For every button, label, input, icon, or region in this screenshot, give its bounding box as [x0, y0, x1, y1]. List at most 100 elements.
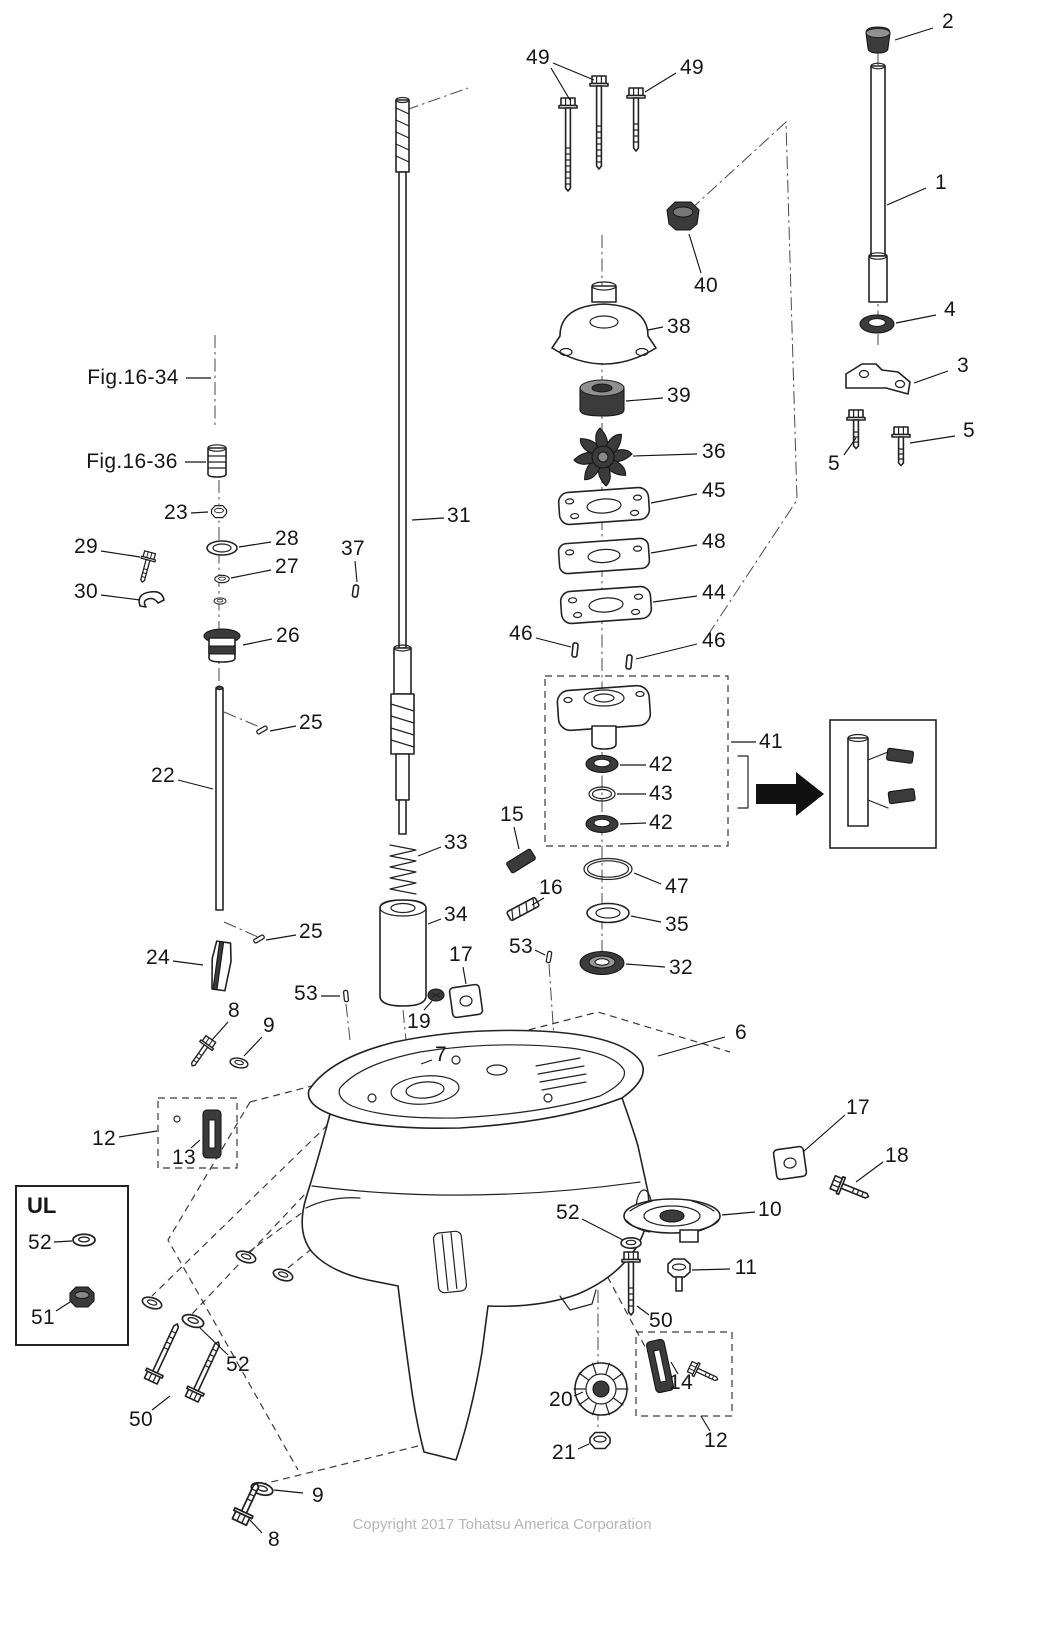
part-washer-27a: [214, 574, 230, 584]
callout-3-7: 3: [957, 354, 969, 377]
part-bolt-29: [135, 550, 157, 583]
leader-line: [100, 550, 141, 558]
leader-line: [534, 949, 546, 956]
anode-kit-box-12-right: [635, 1331, 733, 1417]
part-guide-plate-48: [557, 537, 651, 575]
seal-kit-box-41: [544, 675, 729, 847]
callout-37-24: 37: [341, 537, 365, 560]
part-washer-9a: [228, 1055, 250, 1071]
part-bolt-49a: [559, 98, 577, 191]
part-anode-14: [645, 1338, 675, 1394]
callout-33-34: 33: [444, 831, 468, 854]
leader-line: [581, 1218, 624, 1241]
callout-53-41: 53: [509, 935, 533, 958]
leader-line: [118, 1130, 158, 1138]
callout-fig-16-34-15: Fig.16-34: [87, 366, 179, 389]
leader-line: [635, 643, 698, 660]
leader-line: [190, 511, 209, 514]
part-nut-21: [589, 1431, 611, 1450]
callout-26-22: 26: [276, 624, 300, 647]
callout-5-9: 5: [963, 419, 975, 442]
callout-15-33: 15: [500, 803, 524, 826]
leader-line: [411, 517, 445, 521]
part-washer-52c: [234, 1248, 258, 1266]
callout-48-13: 48: [702, 530, 726, 553]
part-bushing-26: [203, 628, 241, 663]
leader-line: [650, 493, 698, 504]
part-water-pipe-1: [868, 62, 888, 303]
callout-29-19: 29: [74, 535, 98, 558]
leader-line: [895, 314, 937, 324]
part-washer-35: [586, 902, 630, 924]
part-bolt-18: [829, 1174, 871, 1205]
part-oil-seal-42a: [585, 754, 619, 774]
part-screw-19: [427, 988, 445, 1002]
callout-50-57: 50: [649, 1309, 673, 1332]
leader-line: [199, 1327, 229, 1356]
callout-12-59: 12: [704, 1429, 728, 1452]
part-oil-seal-42b: [585, 814, 619, 834]
leader-line: [625, 963, 666, 968]
leader-line: [55, 1301, 71, 1312]
leader-line: [427, 918, 442, 925]
callout-10-54: 10: [758, 1198, 782, 1221]
leader-line: [53, 1240, 73, 1243]
leader-line: [211, 1021, 229, 1041]
leader-line: [462, 966, 467, 985]
leader-line: [265, 934, 297, 941]
callout-46-26: 46: [702, 629, 726, 652]
callout-44-14: 44: [702, 581, 726, 604]
part-nut-51: [69, 1286, 95, 1308]
leader-line: [269, 725, 297, 732]
part-bolt-49c: [627, 88, 645, 151]
leader-line: [886, 187, 927, 206]
callout-49-1: 49: [526, 46, 550, 69]
part-washer-52a: [140, 1294, 164, 1312]
part-dowel-46a: [570, 641, 580, 659]
callout-49-2: 49: [680, 56, 704, 79]
copyright-text: Copyright 2017 Tohatsu America Corporati…: [352, 1516, 652, 1533]
leader-lines: [53, 27, 956, 1534]
part-pump-housing-38: [551, 281, 657, 365]
leader-line: [190, 1139, 201, 1149]
leader-line: [513, 826, 520, 850]
part-nut-23: [210, 505, 228, 519]
part-screw-13: [173, 1115, 181, 1123]
callout-51-67: 51: [31, 1306, 55, 1329]
part-washer-27b: [213, 597, 227, 605]
callout-1-3: 1: [935, 171, 947, 194]
callout-38-5: 38: [667, 315, 691, 338]
part-fitting-fig16-36: [207, 444, 227, 478]
leader-line: [249, 1519, 263, 1534]
part-locknut-40: [666, 201, 700, 231]
callout-2-0: 2: [942, 10, 954, 33]
leader-line: [420, 1059, 433, 1065]
callout-41-29: 41: [759, 730, 783, 753]
callout-45-12: 45: [702, 479, 726, 502]
callout-12-50: 12: [92, 1127, 116, 1150]
part-bolt-5b: [892, 427, 910, 466]
part-damper-17b: [772, 1145, 808, 1181]
leader-line: [700, 1415, 711, 1432]
callout-7-49: 7: [435, 1043, 447, 1066]
callout-6-48: 6: [735, 1021, 747, 1044]
leader-line: [151, 1395, 171, 1411]
anode-kit-box-12-left: [157, 1097, 238, 1169]
part-gearcase-6: [301, 1029, 653, 1461]
leader-line: [177, 779, 214, 790]
callout-18-53: 18: [885, 1144, 909, 1167]
leader-line: [647, 326, 664, 331]
bracket-41: [737, 755, 749, 809]
callout-36-11: 36: [702, 440, 726, 463]
part-washer-52e: [620, 1237, 642, 1249]
part-pin-53b: [342, 989, 350, 1003]
leader-line: [721, 1211, 756, 1216]
detail-inset-box: [829, 719, 937, 849]
part-damper-17a: [448, 983, 484, 1019]
leader-line: [273, 1489, 304, 1494]
leader-line: [552, 62, 595, 81]
part-clip-30: [138, 590, 165, 608]
part-thrust-holder-10: [623, 1198, 721, 1243]
ul-option-box: UL: [15, 1185, 129, 1346]
callout-43-31: 43: [649, 782, 673, 805]
